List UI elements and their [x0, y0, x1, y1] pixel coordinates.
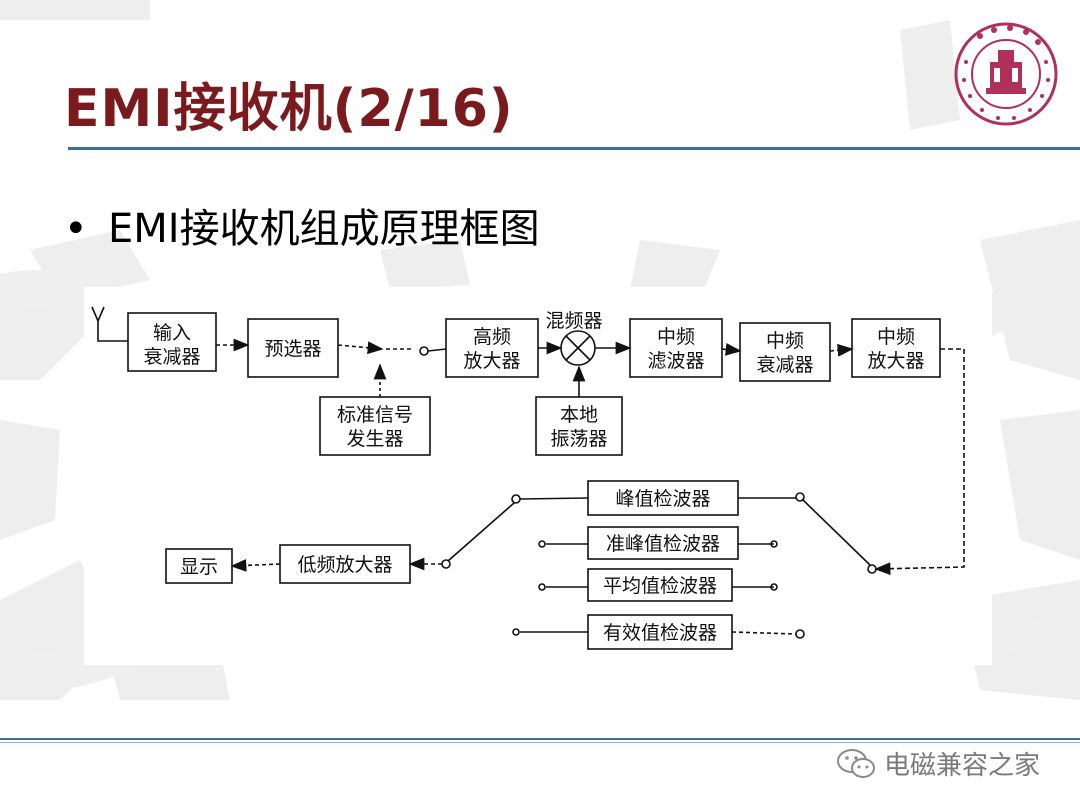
emi-receiver-block-diagram: 输入 衰减器 预选器 标准信号 发生器 高频 放大器 混频器 本地 振荡器 中频… — [91, 306, 965, 650]
avg-detector-label: 平均值检波器 — [603, 575, 717, 597]
bullet-dot: • — [64, 206, 88, 252]
wechat-watermark: 电磁兼容之家 — [836, 745, 1040, 782]
input-attenuator-label-2: 衰减器 — [143, 346, 200, 368]
peak-detector-label: 峰值检波器 — [615, 488, 710, 510]
if-amp-label-1: 中频 — [877, 326, 915, 348]
bullet-item: • EMI接收机组成原理框图 — [64, 196, 540, 254]
slide-title: EMI接收机(2/16) — [64, 79, 514, 139]
title-divider — [68, 147, 1080, 150]
input-attenuator-block — [127, 312, 217, 372]
if-filter-label-2: 滤波器 — [647, 350, 704, 372]
std-signal-gen-label-1: 标准信号 — [337, 404, 413, 426]
footer-divider — [0, 738, 1080, 740]
rf-amp-label-2: 放大器 — [463, 350, 520, 372]
mixer-symbol — [560, 330, 596, 366]
antenna-icon — [91, 306, 128, 342]
if-filter-label-1: 中频 — [657, 326, 695, 348]
watermark-text: 电磁兼容之家 — [884, 751, 1041, 781]
std-signal-gen-label-2: 发生器 — [346, 428, 403, 450]
university-seal-logo — [954, 22, 1058, 126]
qp-detector-block — [587, 526, 739, 560]
lf-amp-label: 低频放大器 — [297, 554, 392, 576]
avg-detector-block — [587, 568, 733, 602]
footer-divider-thin — [0, 742, 1080, 743]
input-attenuator-label-1: 输入 — [153, 322, 191, 344]
mixer-label: 混频器 — [545, 310, 602, 332]
bullet-text: EMI接收机组成原理框图 — [108, 206, 540, 252]
if-attenuator-label-2: 衰减器 — [756, 354, 813, 376]
local-osc-label-1: 本地 — [560, 404, 598, 426]
block-diagram-panel: 输入 衰减器 预选器 标准信号 发生器 高频 放大器 混频器 本地 振荡器 中频… — [84, 287, 992, 665]
qp-detector-label: 准峰值检波器 — [606, 533, 720, 555]
if-attenuator-label-1: 中频 — [766, 330, 804, 352]
wechat-icon — [837, 748, 875, 778]
std-signal-gen-block — [319, 396, 431, 456]
preselector-label: 预选器 — [264, 338, 321, 360]
if-amp-label-2: 放大器 — [867, 350, 924, 372]
local-osc-label-2: 振荡器 — [550, 428, 607, 450]
rms-detector-label: 有效值检波器 — [603, 622, 717, 644]
display-label: 显示 — [180, 556, 218, 578]
rf-amp-label-1: 高频 — [473, 326, 511, 348]
